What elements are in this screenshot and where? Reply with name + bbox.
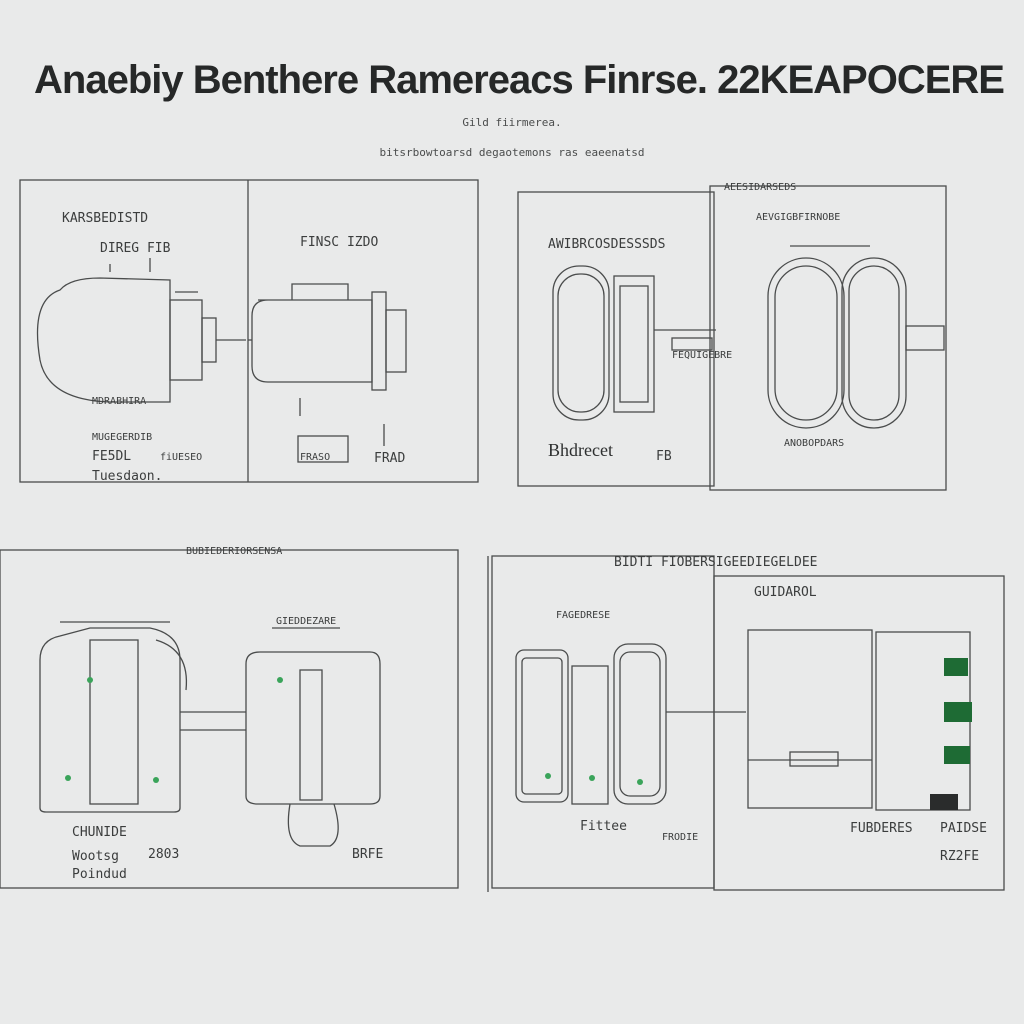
sensor-dot — [589, 775, 595, 781]
motor-diagram-right — [248, 283, 407, 463]
label: AEVGIGBFIRNOBE — [756, 212, 840, 223]
page-caption: bitsrbowtoarsd degaotemons ras eaeenatsd — [379, 146, 645, 159]
pump-diagram-left — [36, 258, 246, 403]
label: PAIDSE — [940, 821, 987, 836]
panel-bottom-left — [0, 549, 459, 889]
label: KARSBEDISTD — [62, 211, 148, 226]
sensor-dot — [65, 775, 71, 781]
panel-top-right — [517, 185, 947, 491]
panel-top-right-frame-a — [517, 191, 715, 487]
pressure-vessel-right — [245, 627, 381, 847]
label: AEESIDARSEDS — [724, 182, 796, 193]
label: GIEDDEZARE — [276, 616, 336, 627]
label: FRASO — [300, 452, 330, 463]
sensor-dot — [545, 773, 551, 779]
label: FRAD — [374, 451, 405, 466]
label: Poindud — [72, 867, 127, 882]
tank-diagram-twin — [552, 265, 716, 421]
label: AWIBRCOSDESSSDS — [548, 237, 665, 252]
control-box — [747, 629, 971, 811]
sensor-dot — [637, 779, 643, 785]
label: Tuesdaon. — [92, 469, 162, 484]
label: CHUNIDE — [72, 825, 127, 840]
sensor-dot — [277, 677, 283, 683]
label: 2803 — [148, 847, 179, 862]
indicator-green-2 — [944, 702, 972, 722]
panel-bottom-left-frame — [0, 549, 459, 889]
page-title: Anaebiy Benthere Ramereacs Finrse. 22KEA… — [34, 58, 1005, 102]
label: Bhdrecet — [548, 440, 613, 460]
label: BUBIEDERIORSENSA — [186, 546, 282, 557]
label: RZ2FE — [940, 849, 979, 864]
tank-diagram-oval — [767, 245, 945, 429]
panel-top-left-frame — [19, 179, 479, 483]
label: Wootsg — [72, 849, 119, 864]
pressure-vessel-left — [39, 621, 246, 813]
label: FRODIE — [662, 832, 698, 843]
label: MUGEGERDIB — [92, 432, 152, 443]
label: FB — [656, 449, 672, 464]
sensor-dot — [153, 777, 159, 783]
label: ANOBOPDARS — [784, 438, 844, 449]
label: BRFE — [352, 847, 383, 862]
indicator-green-3 — [944, 746, 970, 764]
label: FE5DL — [92, 449, 131, 464]
label: DIREG FIB — [100, 241, 171, 256]
label: GUIDAROL — [754, 585, 817, 600]
panel-bottom-right — [487, 555, 1005, 892]
sensor-dot — [87, 677, 93, 683]
label: BIDTI FIOBERSIGEEDIEGELDEE — [614, 555, 818, 570]
label: FAGEDRESE — [556, 610, 610, 621]
page-subtitle: Gild fiirmerea. — [462, 116, 562, 129]
panel-top-left — [19, 179, 479, 483]
label: fiUESEO — [160, 452, 202, 463]
status-indicators — [65, 658, 972, 810]
label: Fittee — [580, 819, 627, 834]
panel-bottom-right-frame-b — [713, 575, 1005, 891]
label: FEQUIGEBRE — [672, 350, 732, 361]
indicator-dark — [930, 794, 958, 810]
indicator-green-1 — [944, 658, 968, 676]
label: FINSC IZDO — [300, 235, 378, 250]
label: MDRABHIRA — [92, 396, 146, 407]
label: FUBDERES — [850, 821, 913, 836]
filter-tank-pair — [515, 643, 746, 805]
